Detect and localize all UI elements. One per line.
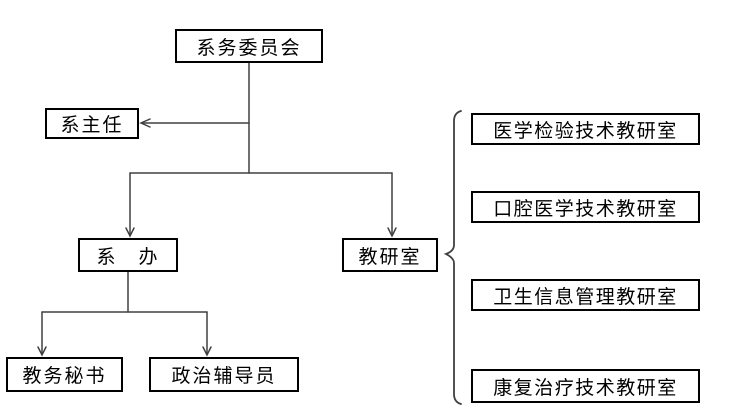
arrowhead-left-dept-head: [139, 118, 151, 128]
node-political-counselor: 政治辅导员: [149, 357, 299, 392]
node-room-rehab-therapy: 康复治疗技术教研室: [471, 369, 700, 403]
arrowhead-down-counselor: [202, 346, 212, 357]
node-teaching-research-office-label: 教研室: [358, 246, 422, 268]
node-committee-label: 系务委员会: [196, 37, 302, 59]
node-room-medical-lab-label: 医学检验技术教研室: [493, 120, 678, 142]
node-dept-office: 系 办: [78, 238, 178, 272]
arrowhead-down-secretary: [37, 346, 47, 357]
arrowhead-down-tro: [387, 227, 397, 238]
node-teaching-research-office: 教研室: [342, 238, 438, 272]
node-room-medical-lab: 医学检验技术教研室: [471, 113, 700, 145]
node-political-counselor-label: 政治辅导员: [171, 366, 277, 387]
node-dept-head-label: 系主任: [60, 115, 124, 136]
node-room-health-info-label: 卫生信息管理教研室: [493, 286, 678, 308]
node-room-oral-medicine: 口腔医学技术教研室: [471, 191, 700, 223]
node-dept-head: 系主任: [45, 108, 139, 139]
node-dept-office-label: 系 办: [96, 246, 160, 268]
brace-rooms: [443, 110, 462, 405]
arrowhead-down-dept-office: [125, 227, 135, 238]
node-room-oral-medicine-label: 口腔医学技术教研室: [493, 198, 678, 220]
node-room-health-info: 卫生信息管理教研室: [471, 279, 700, 311]
node-academic-secretary: 教务秘书: [6, 357, 123, 392]
node-committee: 系务委员会: [175, 29, 323, 63]
node-room-rehab-therapy-label: 康复治疗技术教研室: [493, 377, 678, 399]
node-academic-secretary-label: 教务秘书: [22, 366, 107, 387]
